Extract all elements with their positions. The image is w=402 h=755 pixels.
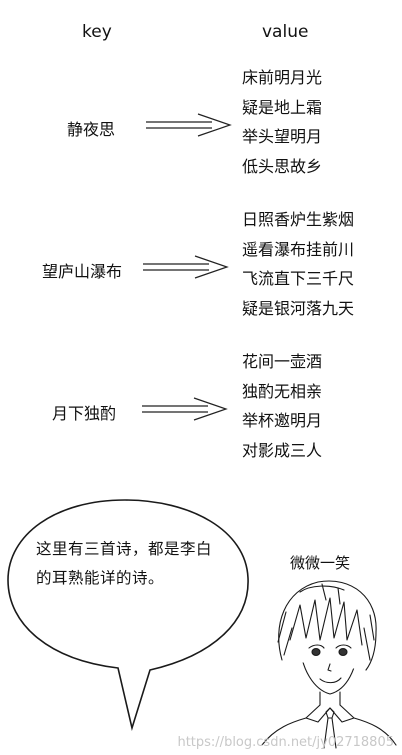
character-caption: 微微一笑 [290, 554, 351, 572]
poem-line: 遥看瀑布挂前川 [242, 239, 355, 259]
poem-line: 飞流直下三千尺 [242, 269, 355, 288]
poem-line: 花间一壶酒 [242, 352, 323, 371]
anime-character-icon [261, 580, 397, 749]
key-column-header: key [82, 22, 112, 42]
poem-line: 独酌无相亲 [242, 381, 323, 401]
arrow-icon [146, 113, 232, 137]
speech-bubble-text: 这里有三首诗，都是李白的耳熟能详的诗。 [36, 540, 213, 587]
poem-lines-1: 床前明月光 疑是地上霜 举头望明月 低头思故乡 [242, 63, 322, 181]
poem-line: 举杯邀明月 [242, 411, 323, 430]
poem-line: 疑是银河落九天 [242, 298, 355, 318]
poem-key-1: 静夜思 [67, 120, 116, 139]
watermark: https://blog.csdn.net/jy02718805 [177, 735, 394, 750]
arrow-icon [142, 397, 228, 421]
poem-key-3: 月下独酌 [52, 404, 117, 423]
poem-line: 对影成三人 [242, 440, 323, 460]
poem-key-2: 望庐山瀑布 [42, 262, 123, 281]
poem-lines-3: 花间一壶酒 独酌无相亲 举杯邀明月 对影成三人 [242, 347, 322, 465]
poem-line: 疑是地上霜 [242, 97, 323, 117]
value-column-header: value [262, 22, 309, 42]
poem-line: 床前明月光 [242, 68, 323, 87]
poem-line: 低头思故乡 [242, 156, 323, 176]
arrow-icon [143, 255, 229, 279]
poem-line: 举头望明月 [242, 127, 323, 146]
poem-line: 日照香炉生紫烟 [242, 210, 355, 229]
poem-lines-2: 日照香炉生紫烟 遥看瀑布挂前川 飞流直下三千尺 疑是银河落九天 [242, 205, 354, 323]
